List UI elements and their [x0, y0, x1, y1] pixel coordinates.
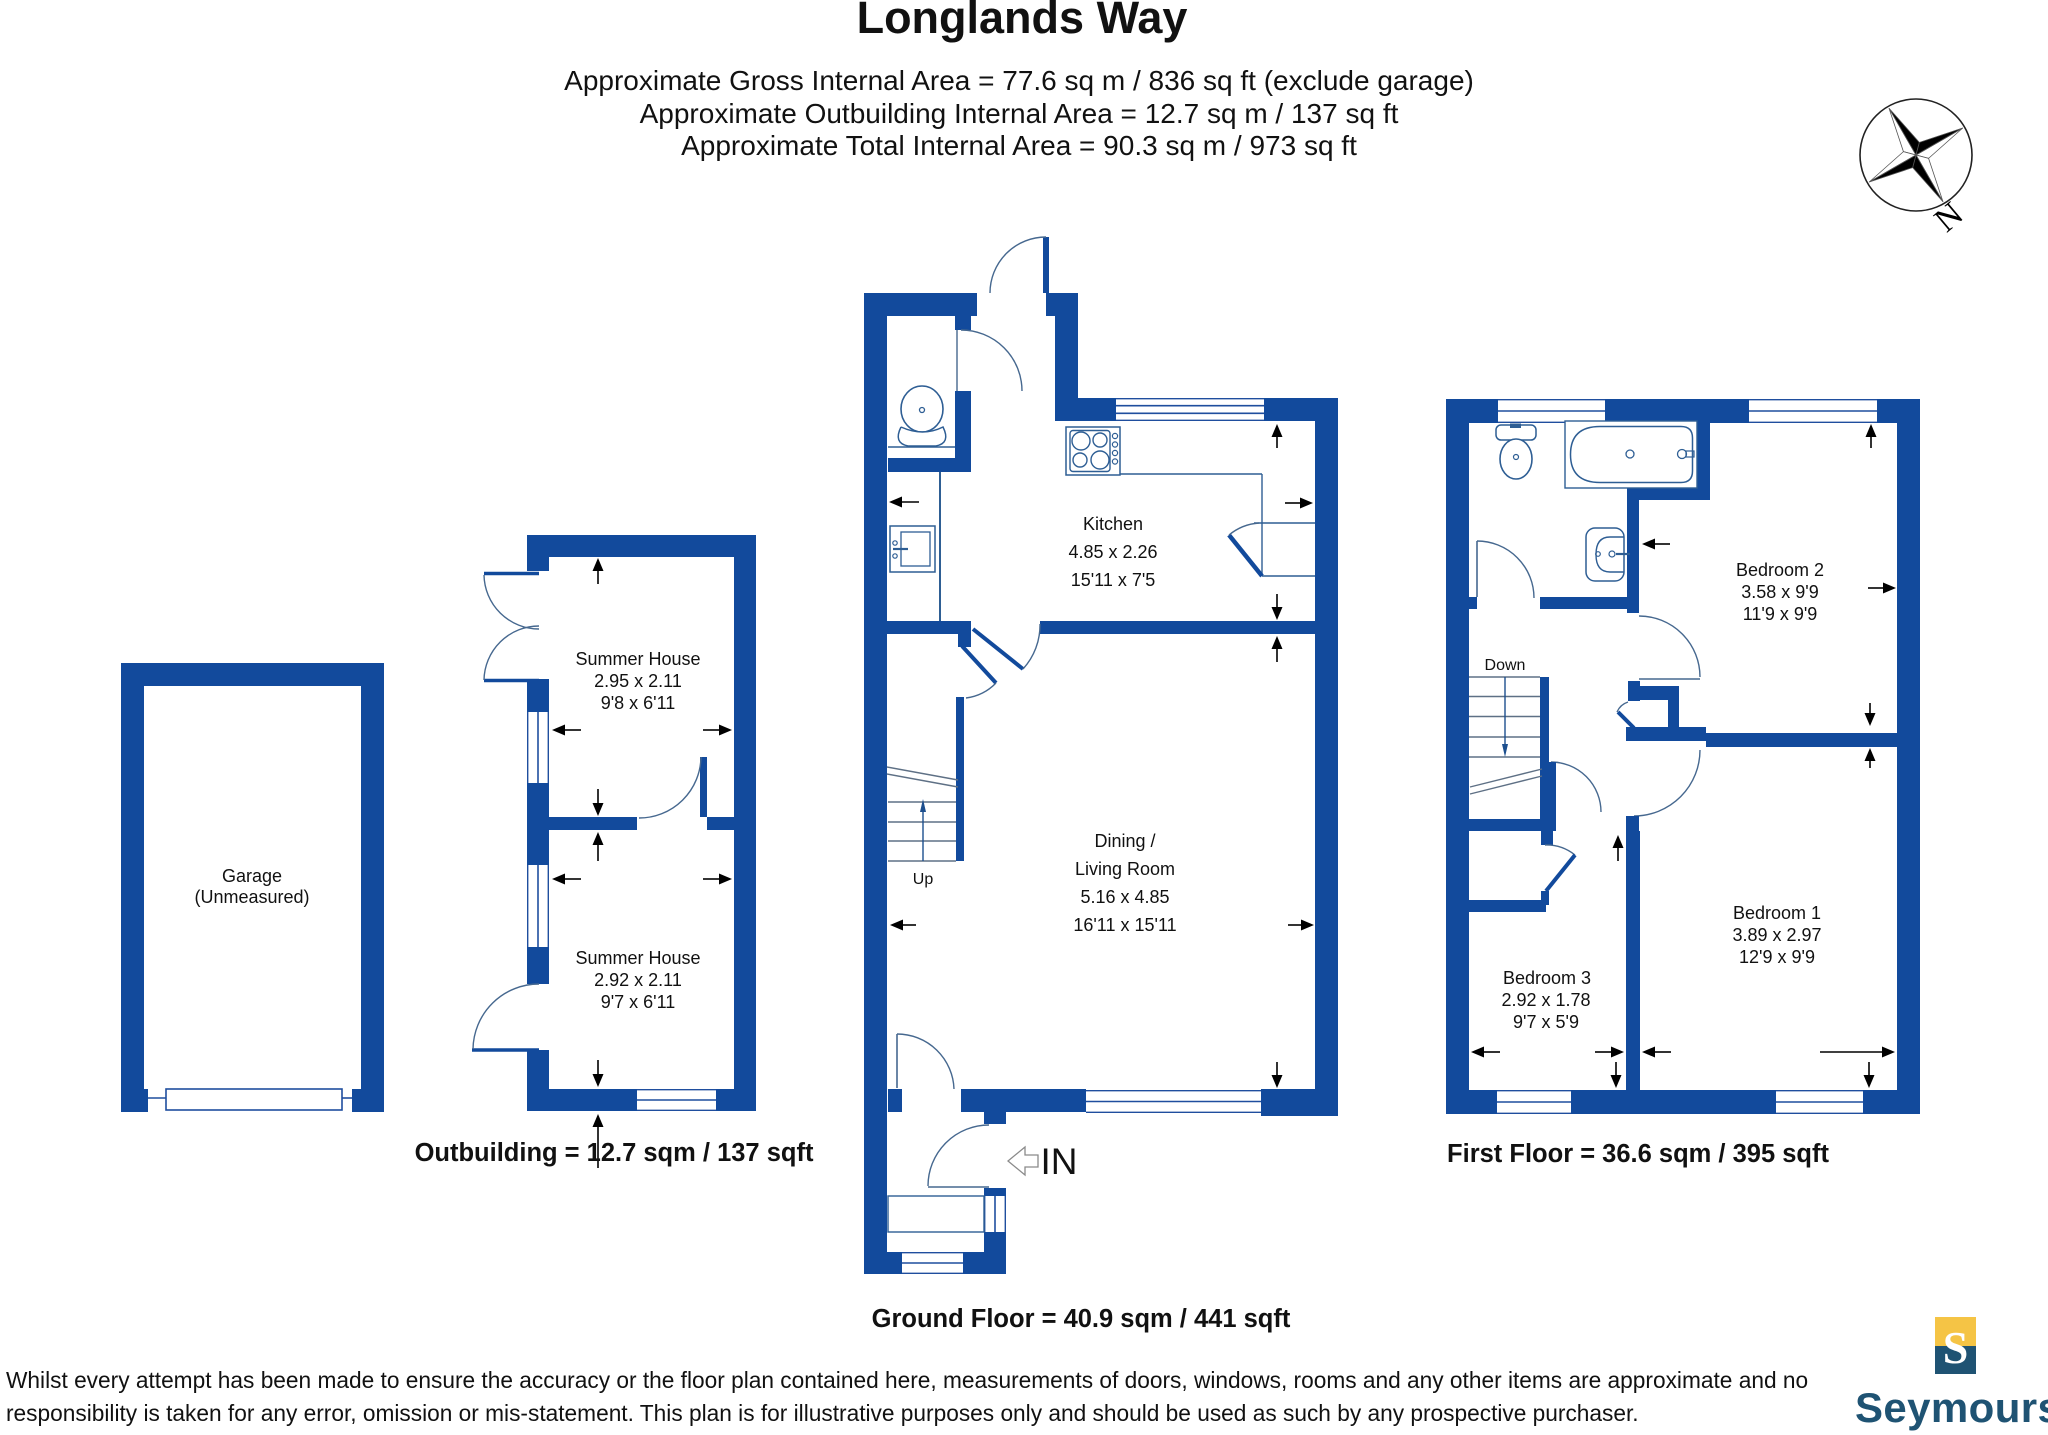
- svg-text:5.16 x 4.85: 5.16 x 4.85: [1080, 887, 1169, 907]
- svg-text:Garage: Garage: [222, 866, 282, 886]
- svg-text:(Unmeasured): (Unmeasured): [194, 887, 309, 907]
- svg-text:2.92 x 1.78: 2.92 x 1.78: [1501, 990, 1590, 1010]
- svg-text:Down: Down: [1485, 657, 1526, 674]
- svg-text:12'9 x 9'9: 12'9 x 9'9: [1739, 947, 1815, 967]
- svg-text:Longlands Way: Longlands Way: [857, 0, 1188, 43]
- svg-text:3.58 x 9'9: 3.58 x 9'9: [1741, 582, 1819, 602]
- svg-text:Ground Floor = 40.9 sqm / 441: Ground Floor = 40.9 sqm / 441 sqft: [872, 1305, 1291, 1333]
- svg-text:3.89 x 2.97: 3.89 x 2.97: [1732, 925, 1821, 945]
- svg-text:Up: Up: [913, 871, 934, 888]
- svg-text:Approximate Gross Internal Are: Approximate Gross Internal Area = 77.6 s…: [564, 65, 1474, 96]
- svg-text:9'7 x 6'11: 9'7 x 6'11: [601, 992, 676, 1012]
- svg-text:15'11 x 7'5: 15'11 x 7'5: [1071, 570, 1156, 590]
- svg-text:2.92 x 2.11: 2.92 x 2.11: [594, 970, 682, 990]
- svg-text:Bedroom 1: Bedroom 1: [1733, 903, 1821, 923]
- svg-text:Dining /: Dining /: [1094, 831, 1155, 851]
- svg-text:responsibility is taken for an: responsibility is taken for any error, o…: [6, 1400, 1639, 1426]
- svg-text:Kitchen: Kitchen: [1083, 514, 1143, 534]
- svg-text:S: S: [1943, 1322, 1969, 1373]
- svg-text:IN: IN: [1041, 1141, 1078, 1182]
- svg-text:Summer House: Summer House: [575, 649, 700, 669]
- svg-text:2.95 x 2.11: 2.95 x 2.11: [594, 671, 682, 691]
- svg-text:16'11 x 15'11: 16'11 x 15'11: [1073, 915, 1176, 935]
- svg-text:9'7 x 5'9: 9'7 x 5'9: [1513, 1012, 1579, 1032]
- svg-text:Seymours: Seymours: [1855, 1384, 2048, 1431]
- svg-text:9'8 x 6'11: 9'8 x 6'11: [601, 693, 676, 713]
- svg-text:11'9 x 9'9: 11'9 x 9'9: [1743, 604, 1818, 624]
- svg-text:First Floor = 36.6 sqm / 395 s: First Floor = 36.6 sqm / 395 sqft: [1447, 1140, 1829, 1168]
- svg-text:Approximate Outbuilding Intern: Approximate Outbuilding Internal Area = …: [640, 98, 1399, 129]
- svg-text:Whilst every attempt has been: Whilst every attempt has been made to en…: [6, 1367, 1808, 1393]
- svg-text:Living Room: Living Room: [1075, 859, 1175, 879]
- svg-text:Summer House: Summer House: [575, 948, 700, 968]
- svg-text:Approximate Total Internal Are: Approximate Total Internal Area = 90.3 s…: [681, 130, 1357, 161]
- svg-text:4.85 x 2.26: 4.85 x 2.26: [1068, 542, 1157, 562]
- svg-text:Outbuilding = 12.7 sqm / 137 s: Outbuilding = 12.7 sqm / 137 sqft: [415, 1139, 814, 1167]
- svg-text:Bedroom 2: Bedroom 2: [1736, 560, 1824, 580]
- svg-text:Bedroom 3: Bedroom 3: [1503, 968, 1591, 988]
